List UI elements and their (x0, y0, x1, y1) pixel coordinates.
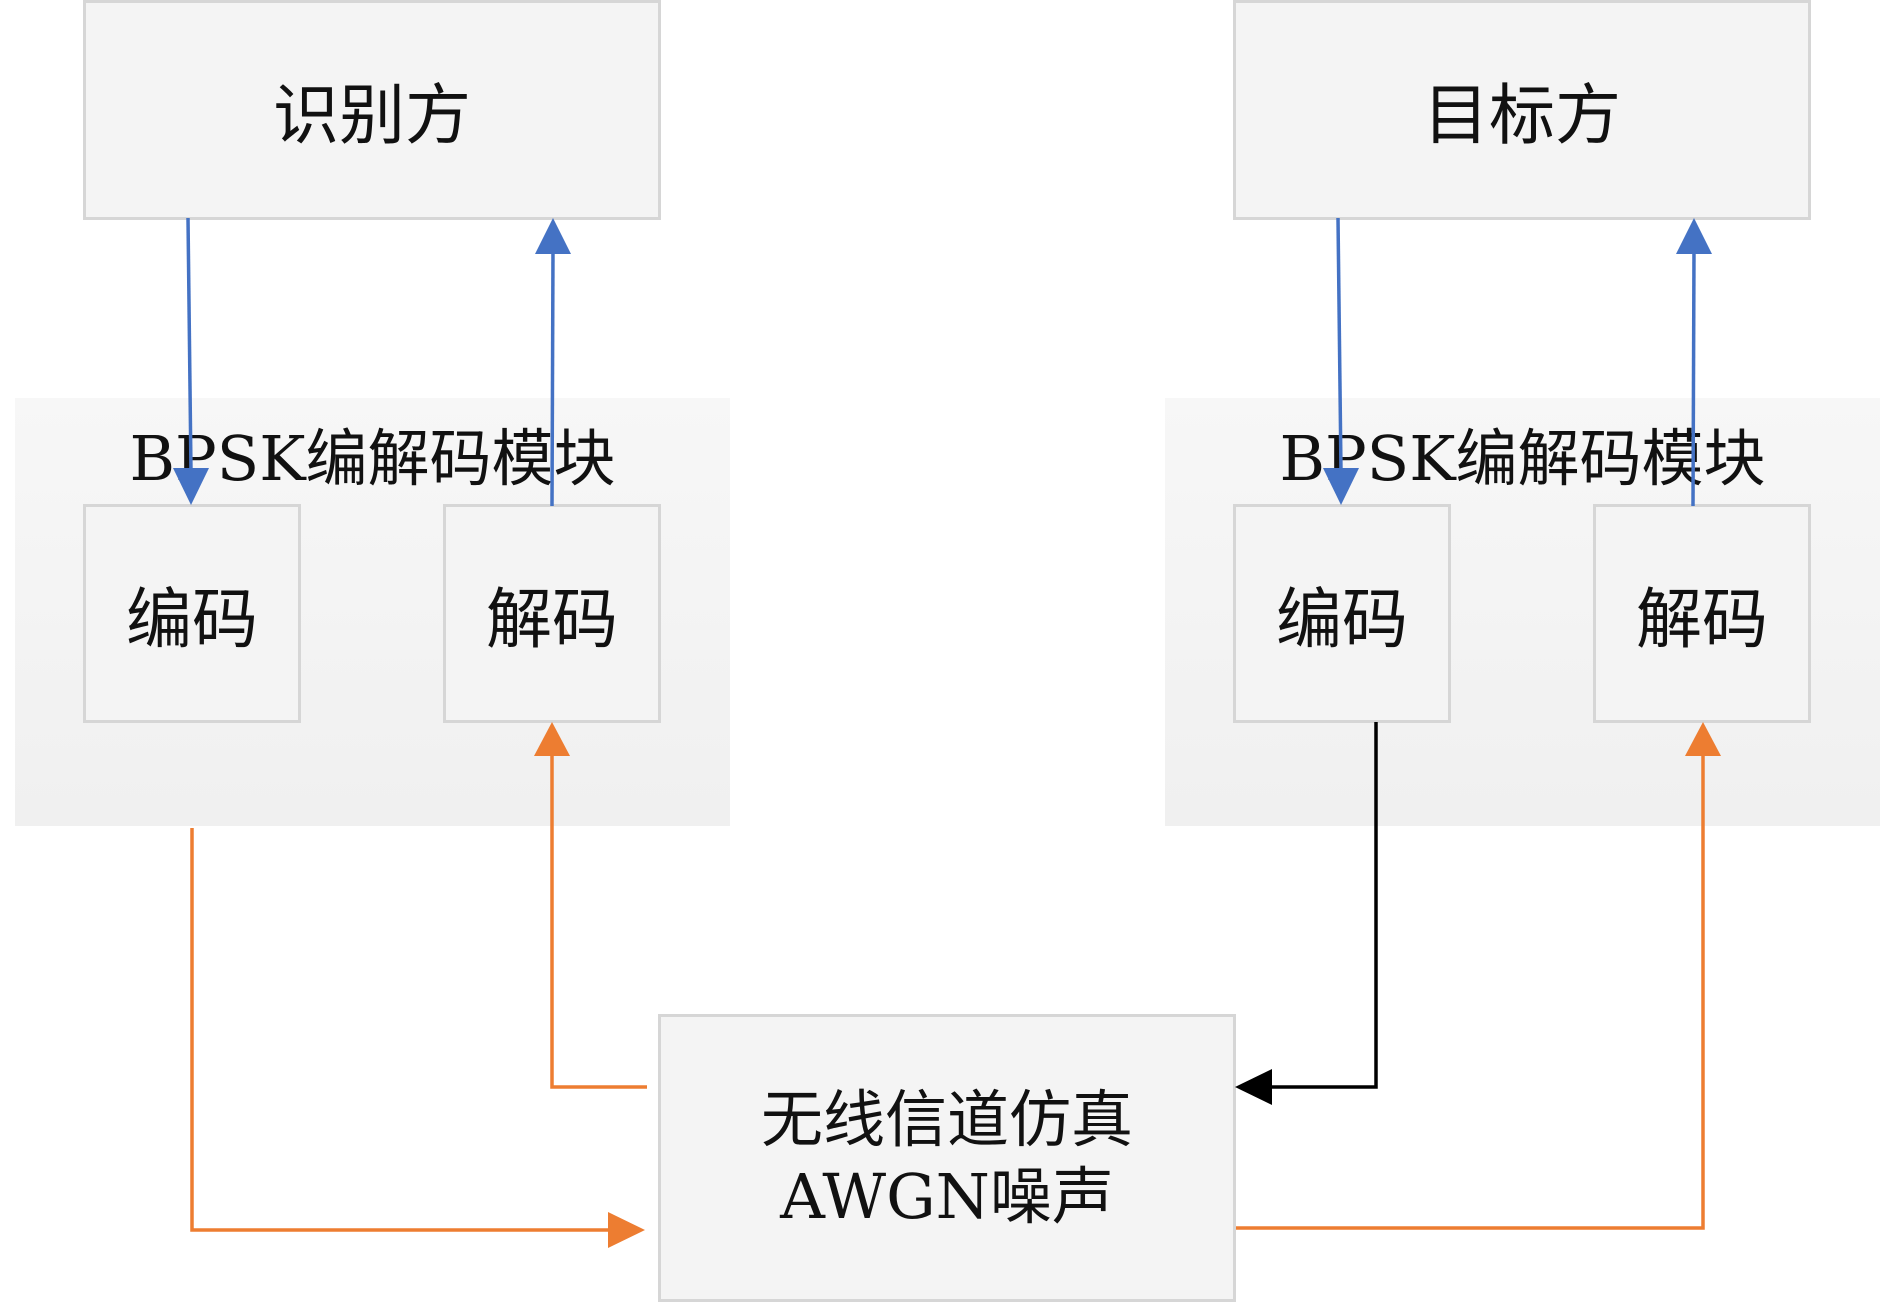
channel-label-line2: AWGN噪声 (780, 1160, 1114, 1233)
arrow-channel-to-right-decoder (1236, 722, 1721, 1230)
identifier-box: 识别方 (83, 0, 661, 220)
arrow-left-module-to-channel (190, 828, 645, 1248)
channel-box: 无线信道仿真 AWGN噪声 (658, 1014, 1236, 1302)
left-encoder-box: 编码 (83, 504, 301, 723)
right-decoder-label: 解码 (1636, 580, 1768, 658)
right-encoder-label: 编码 (1276, 580, 1408, 658)
identifier-label: 识别方 (273, 77, 471, 154)
left-encoder-label: 编码 (126, 580, 258, 658)
arrow-right-encoder-to-channel (1235, 722, 1378, 1105)
right-decoder-box: 解码 (1593, 504, 1811, 723)
arrow-right-decoder-to-target (1676, 218, 1712, 507)
left-decoder-box: 解码 (443, 504, 661, 723)
channel-label-line1: 无线信道仿真 (760, 1082, 1133, 1156)
target-box: 目标方 (1233, 0, 1811, 220)
arrow-channel-to-left-decoder (534, 722, 647, 1089)
right-bpsk-module-title: BPSK编解码模块 (1279, 422, 1766, 495)
arrow-target-to-right-encoder (1323, 217, 1359, 505)
target-label: 目标方 (1423, 77, 1621, 154)
arrow-left-decoder-to-identifier (535, 218, 571, 507)
left-bpsk-module-title: BPSK编解码模块 (129, 422, 616, 495)
left-decoder-label: 解码 (486, 580, 618, 658)
right-encoder-box: 编码 (1233, 504, 1451, 723)
arrow-identifier-to-left-encoder (173, 217, 209, 505)
